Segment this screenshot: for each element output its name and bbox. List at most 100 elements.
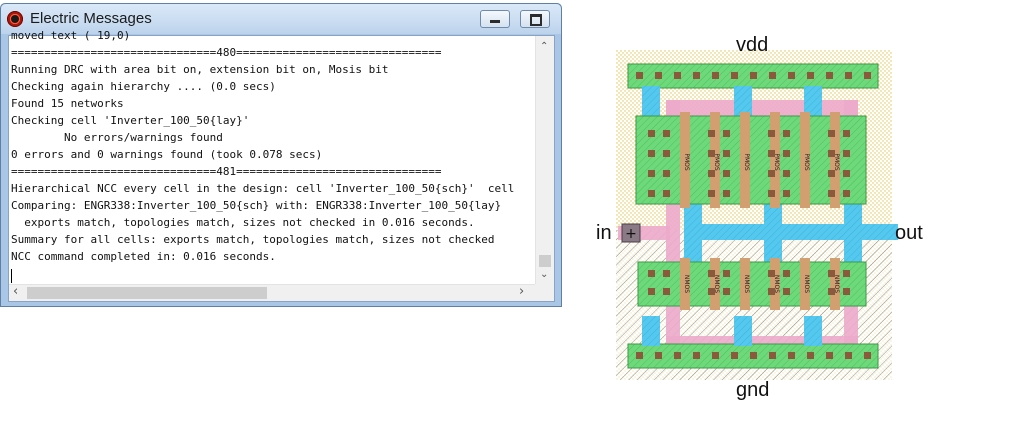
window-title: Electric Messages (30, 10, 152, 27)
window-titlebar[interactable]: Electric Messages (1, 4, 561, 34)
vdd-contact (712, 72, 719, 79)
vdd-contact (674, 72, 681, 79)
pmos-diffusion-contact (723, 170, 730, 177)
horizontal-scrollbar[interactable]: ‹ › (9, 284, 535, 301)
vdd-contact (864, 72, 871, 79)
nmos-gate (800, 258, 810, 310)
pmos-diffusion-contact (828, 150, 835, 157)
gnd-contact (864, 352, 871, 359)
pmos-diffusion-contact (708, 170, 715, 177)
gnd-contact (712, 352, 719, 359)
pmos-diffusion-contact (723, 130, 730, 137)
pmos-gate (740, 112, 750, 208)
vdd-contact (693, 72, 700, 79)
pmos-diffusion-contact (843, 130, 850, 137)
pmos-diffusion-contact (783, 150, 790, 157)
horizontal-scroll-thumb[interactable] (27, 287, 267, 299)
nmos-diffusion-contact (768, 270, 775, 277)
pmos-diffusion-contact (783, 170, 790, 177)
nmos-diffusion-contact (843, 288, 850, 295)
pmos-diffusion-contact (663, 170, 670, 177)
pmos-diffusion-contact (708, 150, 715, 157)
nmos-gate (710, 258, 720, 310)
pmos-active (635, 115, 867, 205)
vdd-contact (788, 72, 795, 79)
vdd-contact (750, 72, 757, 79)
nmos-gate-label: NMOS (773, 275, 780, 293)
gnd-contact (693, 352, 700, 359)
vertical-scroll-thumb[interactable] (539, 255, 551, 267)
gnd-contact (674, 352, 681, 359)
pmos-diffusion-contact (723, 150, 730, 157)
vdd-label: vdd (736, 34, 769, 56)
pmos-diffusion-contact (768, 190, 775, 197)
maximize-button[interactable] (520, 10, 550, 28)
pmos-diffusion-contact (708, 190, 715, 197)
nmos-diffusion-contact (663, 288, 670, 295)
pmos-diffusion-contact (843, 150, 850, 157)
gnd-contact (807, 352, 814, 359)
nmos-diffusion-contact (783, 270, 790, 277)
gnd-contact (769, 352, 776, 359)
pmos-gate-label: PMOS (773, 153, 780, 171)
messages-text-area[interactable]: moved text ( 19,0) =====================… (9, 29, 535, 285)
nmos-gate-label: NMOS (833, 275, 840, 293)
nmos-gate-label: NMOS (743, 275, 750, 293)
pmos-gate (680, 112, 690, 208)
pmos-diffusion-contact (843, 190, 850, 197)
gnd-contact (636, 352, 643, 359)
minimize-button[interactable] (480, 10, 510, 28)
nmos-gate (740, 258, 750, 310)
nmos-gate (680, 258, 690, 310)
nmos-diffusion-contact (708, 270, 715, 277)
nmos-diffusion-contact (783, 288, 790, 295)
pmos-diffusion-contact (768, 150, 775, 157)
pmos-gate (800, 112, 810, 208)
gnd-contact (731, 352, 738, 359)
nmos-gate-label: NMOS (713, 275, 720, 293)
pmos-gate-label: PMOS (833, 153, 840, 171)
nmos-diffusion-contact (828, 270, 835, 277)
pmos-gate-label: PMOS (803, 153, 810, 171)
nmos-gate-label: NMOS (683, 275, 690, 293)
pmos-diffusion-contact (708, 130, 715, 137)
nmos-diffusion-contact (648, 288, 655, 295)
chevron-left-icon[interactable]: ‹ (13, 284, 19, 299)
nmos-diffusion-contact (843, 270, 850, 277)
input-port (621, 223, 641, 243)
scrollbar-corner (535, 284, 554, 301)
vdd-contact (731, 72, 738, 79)
pmos-gate-label: PMOS (743, 153, 750, 171)
pmos-diffusion-contact (663, 190, 670, 197)
gnd-label: gnd (736, 379, 770, 401)
nmos-gate (770, 258, 780, 310)
out-label: out (895, 222, 923, 244)
pmos-diffusion-contact (843, 170, 850, 177)
chevron-down-icon[interactable]: ⌄ (540, 269, 549, 280)
gnd-contact (845, 352, 852, 359)
nmos-diffusion-contact (723, 288, 730, 295)
vdd-contact (636, 72, 643, 79)
pmos-gate (770, 112, 780, 208)
nmos-diffusion-contact (828, 288, 835, 295)
pmos-diffusion-contact (783, 130, 790, 137)
pmos-diffusion-contact (648, 130, 655, 137)
gnd-contact (788, 352, 795, 359)
vdd-contact (845, 72, 852, 79)
pmos-diffusion-contact (648, 190, 655, 197)
pmos-gate (710, 112, 720, 208)
vdd-contact (769, 72, 776, 79)
messages-log: moved text ( 19,0) =====================… (11, 29, 515, 263)
chevron-right-icon[interactable]: › (519, 284, 525, 299)
messages-window: Electric Messages moved text ( 19,0) ===… (0, 3, 562, 307)
pmos-diffusion-contact (768, 170, 775, 177)
nmos-gate-label: NMOS (803, 275, 810, 293)
svg-text:+: + (625, 226, 637, 242)
gnd-contact (826, 352, 833, 359)
vertical-scrollbar[interactable]: ⌃ ⌄ (535, 36, 554, 285)
chevron-up-icon[interactable]: ⌃ (540, 41, 549, 52)
output-metal (684, 224, 898, 240)
vdd-contact (807, 72, 814, 79)
